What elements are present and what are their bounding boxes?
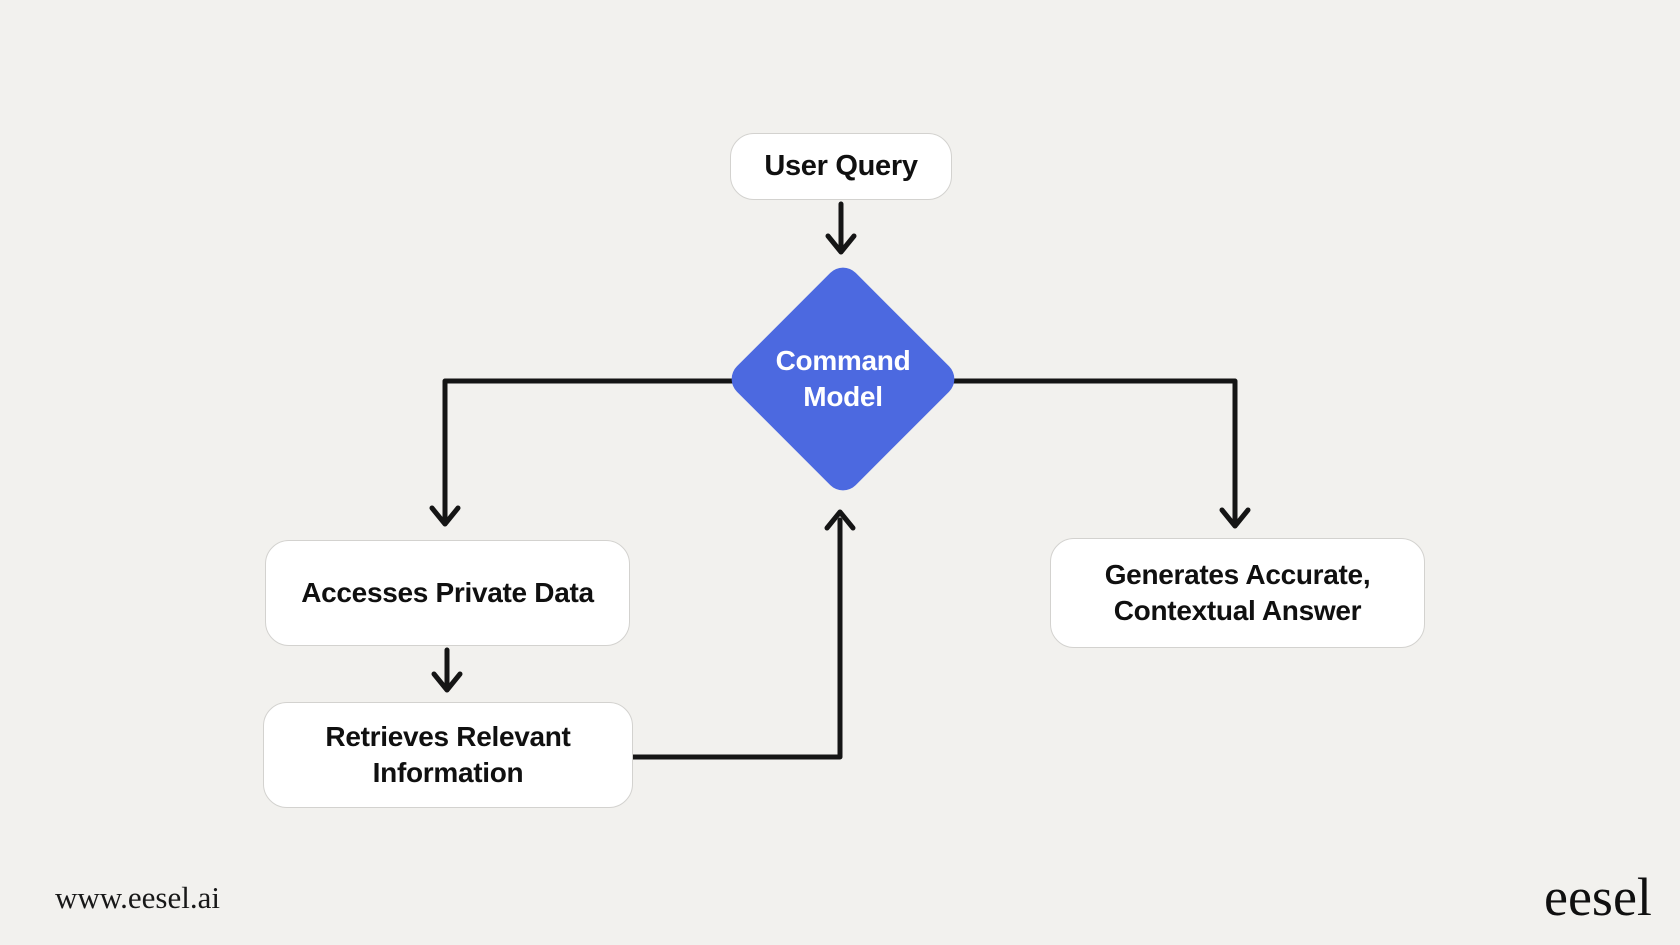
eesel-logo: eesel xyxy=(1544,867,1652,927)
node-command-model: Command Model xyxy=(724,260,962,498)
node-retrieves-relevant-information: Retrieves Relevant Information xyxy=(263,702,633,808)
node-accesses-private-data-label: Accesses Private Data xyxy=(301,577,594,609)
node-user-query-label: User Query xyxy=(764,149,918,182)
edge-accesses-to-retrieves xyxy=(431,647,463,693)
edge-command-model-to-generates-answer xyxy=(922,378,1251,529)
node-generates-answer-label: Generates Accurate, Contextual Answer xyxy=(1104,559,1371,626)
edge-user-query-to-command-model xyxy=(825,201,857,255)
edge-retrieves-to-command-model xyxy=(627,509,856,760)
edge-command-model-to-accesses-private-data xyxy=(429,378,763,527)
node-command-model-line1: Command xyxy=(775,344,911,376)
node-command-model-label: Command Model xyxy=(759,295,927,463)
node-user-query: User Query xyxy=(730,133,952,200)
footer-website-url: www.eesel.ai xyxy=(55,880,220,915)
node-accesses-private-data: Accesses Private Data xyxy=(265,540,630,646)
node-generates-answer: Generates Accurate, Contextual Answer xyxy=(1050,538,1425,648)
node-command-model-line2: Model xyxy=(803,381,883,412)
node-retrieves-relevant-information-label: Retrieves Relevant Information xyxy=(325,721,571,788)
